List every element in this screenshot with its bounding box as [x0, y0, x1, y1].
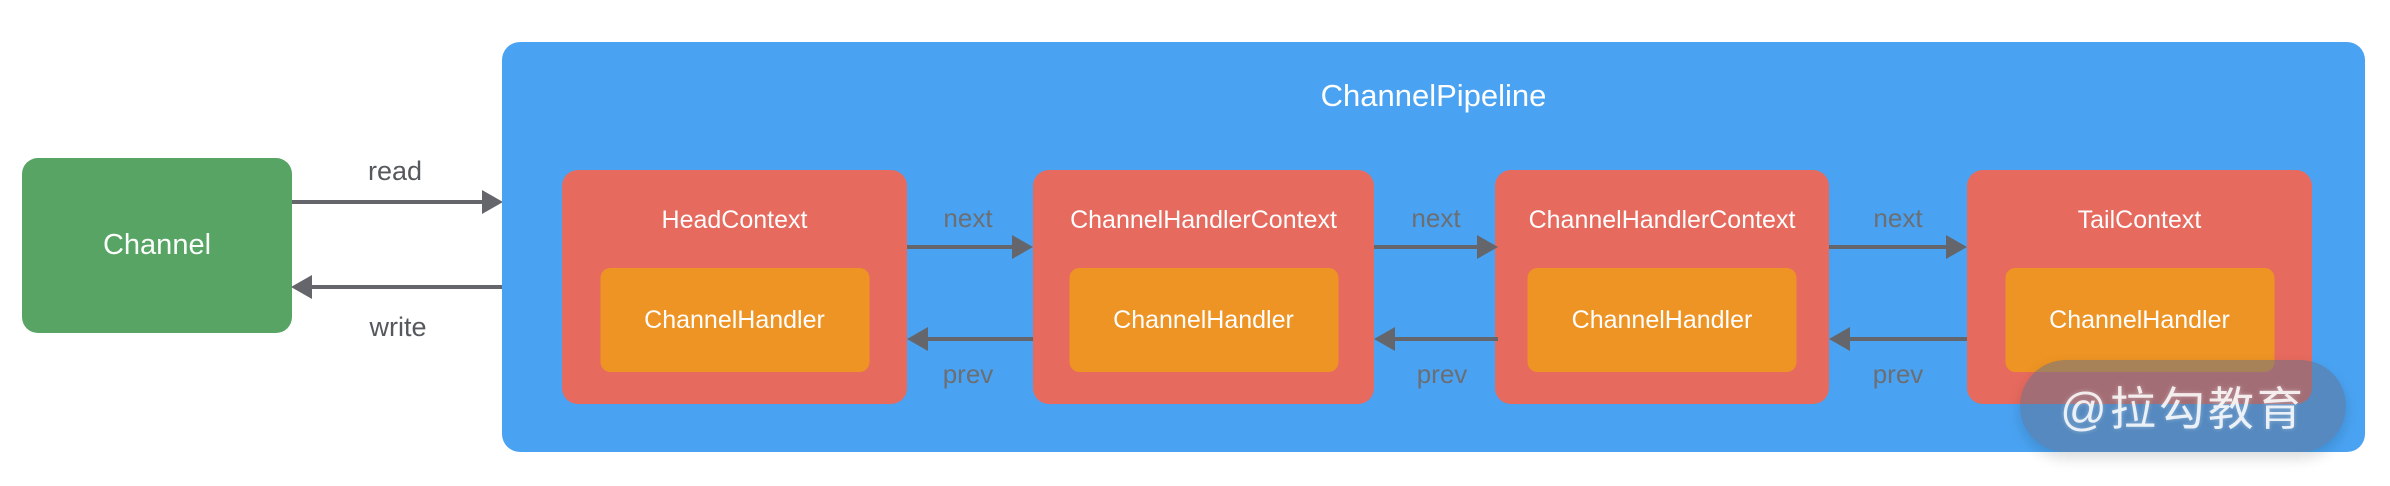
- head-context-box: HeadContext ChannelHandler: [562, 170, 907, 404]
- head-context-title: HeadContext: [661, 206, 808, 234]
- channel-handler-box: ChannelHandler: [1527, 268, 1797, 372]
- read-label: read: [367, 156, 423, 186]
- channel-label: Channel: [102, 229, 212, 261]
- prev-label-2: prev: [1416, 359, 1468, 389]
- write-arrowhead-icon: [291, 275, 312, 299]
- pipeline-title: ChannelPipeline: [1320, 78, 1547, 113]
- handler-context-title-1: ChannelHandlerContext: [1070, 206, 1337, 234]
- prev-arrowhead-icon: [1829, 327, 1850, 351]
- next-label-1: next: [943, 203, 993, 233]
- next-label-3: next: [1873, 203, 1923, 233]
- channel-handler-label: ChannelHandler: [2049, 305, 2230, 334]
- write-arrow: [312, 285, 502, 289]
- prev-arrow-1: [928, 337, 1033, 341]
- tail-context-title: TailContext: [2077, 206, 2202, 234]
- next-arrow-2: [1374, 245, 1478, 249]
- prev-label-3: prev: [1872, 359, 1924, 389]
- next-arrowhead-icon: [1012, 235, 1033, 259]
- next-arrow-3: [1829, 245, 1947, 249]
- prev-arrowhead-icon: [1374, 327, 1395, 351]
- write-label: write: [369, 312, 427, 342]
- channel-handler-label: ChannelHandler: [644, 305, 825, 334]
- channel-handler-label: ChannelHandler: [1571, 305, 1753, 334]
- watermark-text: @拉勾教育: [2060, 383, 2306, 435]
- next-arrow-1: [907, 245, 1013, 249]
- prev-arrowhead-icon: [907, 327, 928, 351]
- next-arrowhead-icon: [1477, 235, 1498, 259]
- prev-arrow-2: [1395, 337, 1498, 341]
- channel-handler-label: ChannelHandler: [1113, 305, 1294, 334]
- channel-handler-box: ChannelHandler: [1069, 268, 1338, 372]
- handler-context-title-2: ChannelHandlerContext: [1528, 206, 1796, 234]
- read-arrowhead-icon: [482, 190, 503, 214]
- watermark-badge: @拉勾教育: [2020, 360, 2346, 452]
- handler-context-box-1: ChannelHandlerContext ChannelHandler: [1033, 170, 1374, 404]
- read-arrow: [292, 200, 484, 204]
- next-arrowhead-icon: [1946, 235, 1967, 259]
- prev-arrow-3: [1850, 337, 1967, 341]
- channel-handler-box: ChannelHandler: [2005, 268, 2274, 372]
- channel-box: Channel: [22, 158, 292, 333]
- prev-label-1: prev: [942, 359, 994, 389]
- next-label-2: next: [1411, 203, 1461, 233]
- handler-context-box-2: ChannelHandlerContext ChannelHandler: [1495, 170, 1829, 404]
- channel-handler-box: ChannelHandler: [600, 268, 869, 372]
